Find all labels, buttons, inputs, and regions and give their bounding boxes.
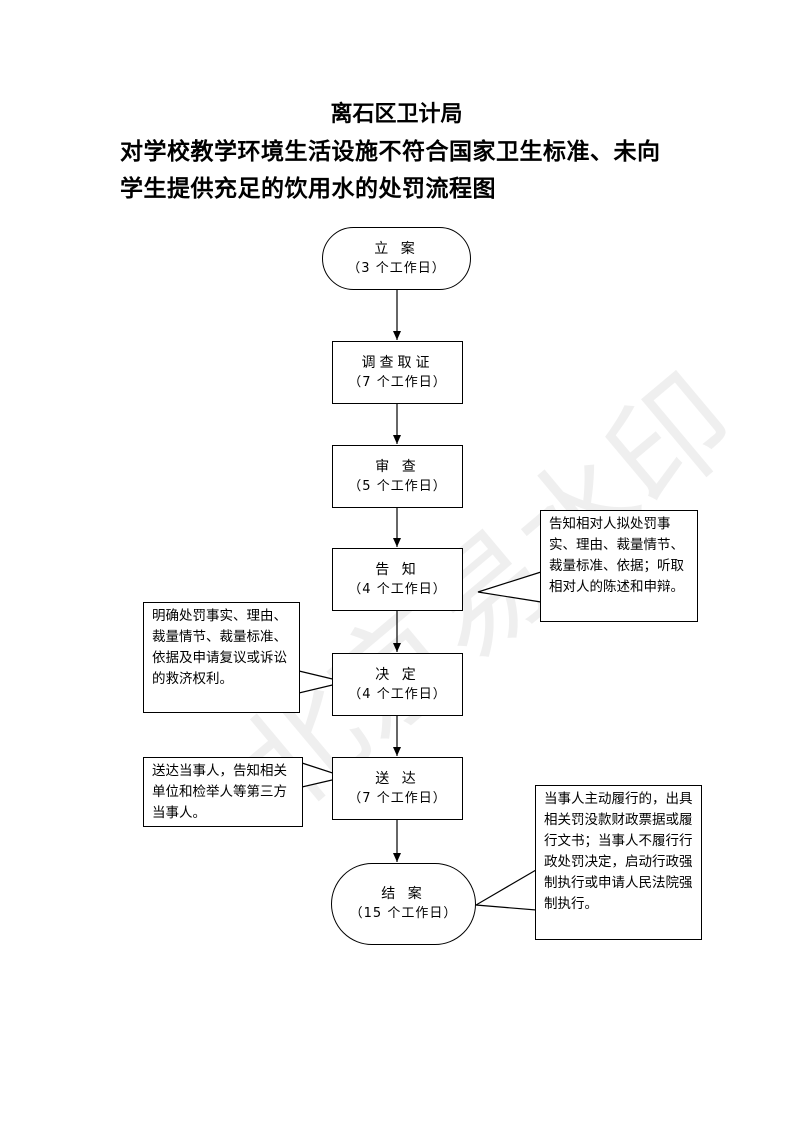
step-label: 调查取证 — [361, 354, 434, 371]
step-days: （7 个工作日） — [348, 374, 447, 390]
step-days: （4 个工作日） — [348, 686, 447, 702]
page-subtitle-line2: 学生提供充足的饮用水的处罚流程图 — [120, 175, 496, 202]
page-subtitle-line1: 对学校教学环境生活设施不符合国家卫生标准、未向 — [120, 138, 661, 165]
callout-notify-pointer — [477, 571, 542, 603]
step-label: 结 案 — [381, 886, 426, 902]
note-deliver: 送达当事人，告知相关单位和检举人等第三方当事人。 — [143, 757, 303, 827]
step-investigate: 调查取证 （7 个工作日） — [332, 341, 463, 404]
step-label: 决 定 — [375, 666, 420, 683]
step-label: 立 案 — [374, 240, 419, 257]
step-days: （3 个工作日） — [347, 260, 446, 276]
step-decide: 决 定 （4 个工作日） — [332, 653, 463, 716]
step-label: 告 知 — [375, 561, 420, 578]
step-close-case: 结 案 （15 个工作日） — [331, 863, 476, 945]
step-days: （5 个工作日） — [348, 478, 447, 494]
note-decide: 明确处罚事实、理由、裁量情节、裁量标准、依据及申请复议或诉讼的救济权利。 — [143, 602, 300, 713]
note-close: 当事人主动履行的，出具相关罚没款财政票据或履行文书；当事人不履行行政处罚决定，启… — [535, 785, 702, 940]
page-title: 离石区卫计局 — [330, 101, 463, 127]
callout-close-pointer — [474, 868, 537, 911]
step-days: （15 个工作日） — [349, 906, 458, 921]
step-notify: 告 知 （4 个工作日） — [332, 548, 463, 611]
step-days: （4 个工作日） — [348, 581, 447, 597]
step-deliver: 送 达 （7 个工作日） — [332, 757, 463, 820]
step-days: （7 个工作日） — [348, 790, 447, 806]
step-label: 送 达 — [375, 770, 420, 787]
step-review: 审 查 （5 个工作日） — [332, 445, 463, 508]
note-notify: 告知相对人拟处罚事实、理由、裁量情节、裁量标准、依据；听取相对人的陈述和申辩。 — [540, 510, 698, 622]
step-file-case: 立 案 （3 个工作日） — [322, 227, 471, 290]
step-label: 审 查 — [375, 458, 420, 475]
